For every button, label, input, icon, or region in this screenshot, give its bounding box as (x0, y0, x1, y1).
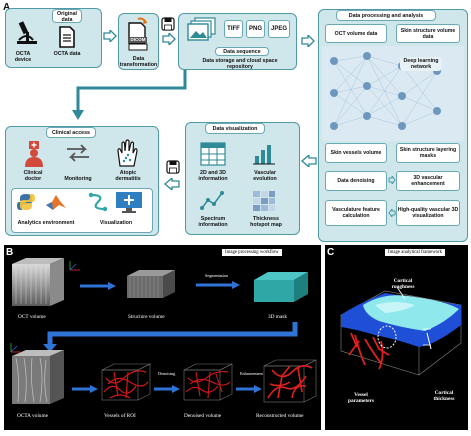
octa-data-label: OCTA data (53, 51, 81, 57)
denoising-label: Denoising (158, 371, 176, 376)
neural-network-graphic (322, 46, 464, 141)
panel-b-letter: B (6, 247, 14, 258)
original-data-title: Original data (52, 9, 82, 23)
clinical-doctor-label: Clinical doctor (23, 170, 43, 182)
arrow-right-icon (103, 30, 117, 42)
arrow-left-icon (388, 209, 396, 217)
hand-rash-icon (117, 139, 138, 167)
spectrum-info-label: Spectrum information (198, 216, 228, 228)
data-denoising-cell: Data denoising (325, 171, 387, 191)
arrow-right-icon (388, 176, 396, 184)
flow-icon (88, 192, 108, 212)
2d-3d-info-label: 2D and 3D information (198, 170, 228, 182)
dicom-tag: DICOM (130, 37, 146, 42)
arrow-right-icon (236, 385, 262, 393)
thickness-hotspot-label: Thickness hotspot map (250, 216, 282, 228)
vascular-3d-visualization-cell: High-quality vascular 3D visualization (396, 200, 460, 226)
arrow-left-icon (164, 178, 180, 190)
feature-calculation-cell: Vasculature feature calculation (325, 200, 387, 226)
cortical-thickness-label: Cortical thickness (433, 390, 455, 402)
data-sequence-label: Data sequence (215, 47, 269, 56)
panel-a-letter: A (3, 2, 11, 13)
cortical-roughness-label: Cortical roughness (391, 278, 415, 290)
workflow-title: Image processing workflow (222, 249, 282, 256)
layering-masks-cell: Skin structure layering masks (396, 143, 460, 163)
arrow-right-icon (72, 385, 98, 393)
panel-c-letter: C (327, 247, 335, 258)
bar-chart-icon (253, 145, 275, 165)
vascular-evolution-label: Vascular evolution (253, 170, 277, 182)
vessel-parameters-label: Vessel parameters (348, 392, 374, 404)
data-storage-label: Data storage and cloud space repository (202, 58, 278, 70)
arrow-right-icon (301, 35, 315, 47)
monitor-plus-icon (116, 192, 142, 213)
structure-volume-image (127, 270, 175, 298)
arrow-right-icon (196, 281, 240, 289)
arrow-right-icon (80, 282, 116, 290)
save-icon (161, 17, 175, 31)
save-icon (166, 160, 180, 174)
oct-volume-label: OCT volume (18, 314, 46, 320)
format-png: PNG (246, 20, 265, 38)
connector-arrow (43, 322, 298, 352)
framework-title: Image analytical framework (385, 249, 446, 256)
microscope-icon (17, 21, 37, 44)
deep-learning-network-label: Deep learning network (400, 57, 442, 71)
octa-volume-image (12, 350, 64, 404)
oct-volume-data-cell: OCT volume data (325, 24, 387, 43)
segmentation-label: Segmentation (205, 273, 229, 278)
mask-3d-image (254, 272, 308, 302)
data-visualization-title: Data visualization (205, 123, 265, 134)
octa-device-label: OCTA device (14, 51, 32, 63)
oct-volume-image (12, 258, 64, 306)
clinical-access-title: Clinical access (46, 127, 96, 138)
data-transformation-label: Data transformation (119, 56, 158, 68)
enhancement-label: Enhancement (240, 371, 263, 376)
grid-table-icon (200, 142, 226, 166)
format-jpeg: JPEG (268, 20, 290, 38)
skin-vessels-cell: Skin vessels volume (325, 143, 387, 163)
mask-3d-label: 3D mask (268, 314, 287, 320)
reconstructed-volume-label: Reconstructed volume (256, 413, 304, 419)
data-processing-title: Data processing and analysis (336, 10, 436, 21)
octa-volume-label: OCTA volume (17, 413, 48, 419)
vessels-roi-label: Vessels of ROI (104, 413, 136, 419)
reconstructed-volume-image (263, 359, 317, 403)
doctor-icon (25, 141, 43, 167)
arrow-right-icon (162, 33, 176, 45)
arrow-left-icon (301, 155, 317, 167)
denoised-volume-image (183, 363, 233, 401)
axis-icon (69, 261, 80, 271)
axis-icon (10, 343, 21, 353)
atopic-dermatitis-label: Atopic dermatitis (115, 170, 141, 182)
vascular-enhancement-cell: 3D vascular enhancement (396, 171, 460, 191)
image-stack-icon (187, 17, 216, 41)
structure-volume-label: Structure volume (128, 314, 165, 320)
format-tiff: TIFF (224, 20, 243, 38)
swap-arrows-icon (67, 144, 89, 162)
monitoring-label: Monitoring (64, 176, 92, 182)
visualization-label: Visualization (99, 220, 133, 226)
analytics-environment-label: Analytics environment (17, 220, 75, 226)
data-visualization-panel (185, 122, 300, 235)
skin-structure-data-cell: Skin structure volume data (396, 24, 460, 43)
scatter-line-icon (200, 191, 224, 210)
heatmap-grid-icon (253, 191, 275, 211)
python-icon (17, 194, 35, 210)
denoised-volume-label: Denoised volume (184, 413, 222, 419)
cortical-volume-image (340, 286, 462, 376)
file-convert-icon (128, 17, 148, 51)
matlab-icon (46, 195, 66, 210)
arrow-right-icon (154, 385, 180, 393)
vessels-roi-image (101, 363, 151, 401)
connector-arrow (72, 70, 187, 120)
document-icon (59, 26, 75, 48)
